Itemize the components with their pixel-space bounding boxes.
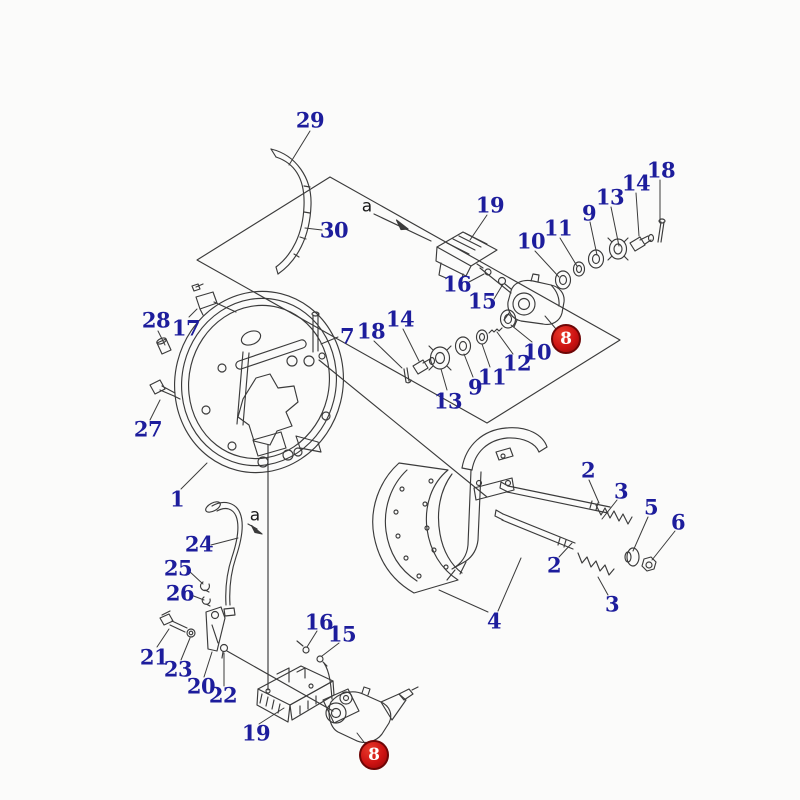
bolt-27 [149, 379, 181, 400]
leader-lines [149, 130, 676, 747]
part-callout-24-30: 24 [184, 531, 214, 557]
rods-and-springs [494, 481, 657, 576]
part-callout-2-23: 2 [580, 457, 596, 483]
pin-7 [303, 311, 326, 367]
part-callout-29-0: 29 [295, 107, 325, 133]
bracket-19-top [435, 231, 498, 286]
view-direction-line-bottom [247, 444, 269, 691]
part-callout-11-4: 11 [543, 215, 573, 241]
part-callout-3-24: 3 [613, 478, 629, 504]
part-callout-10-20: 10 [522, 339, 552, 365]
part-callout-25-31: 25 [163, 555, 193, 581]
view-direction-label-a-top: a [361, 196, 373, 217]
view-direction-label-a-bottom: a [249, 505, 261, 526]
strip-29-30 [270, 148, 312, 275]
part-callout-23-34: 23 [163, 656, 193, 682]
part-callout-26-32: 26 [165, 580, 195, 606]
part-callout-27-21: 27 [133, 416, 163, 442]
part-callout-14-15: 14 [385, 306, 415, 332]
wheel-cylinder-top [503, 273, 565, 328]
section-plane [196, 176, 621, 498]
part-callout-19-2: 19 [475, 192, 505, 218]
brake-shoe-assembly [372, 427, 548, 594]
part-callout-9-5: 9 [581, 200, 597, 226]
highlight-badge-8-bottom: 8 [359, 740, 389, 770]
part-callout-4-29: 4 [486, 608, 502, 634]
part-callout-9-17: 9 [467, 374, 483, 400]
part-callout-22-36: 22 [208, 682, 238, 708]
part-callout-12-19: 12 [502, 350, 532, 376]
part-callout-3-28: 3 [604, 591, 620, 617]
wheel-cylinder-bottom [296, 640, 419, 743]
part-callout-18-14: 18 [356, 318, 386, 344]
highlight-badge-8-top: 8 [551, 324, 581, 354]
part-callout-13-16: 13 [433, 388, 463, 414]
part-callout-16-38: 16 [304, 609, 334, 635]
bracket-19-bottom [256, 665, 335, 723]
part-callout-2-27: 2 [546, 552, 562, 578]
pushrod-16-15-top [476, 263, 512, 294]
part-callout-15-10: 15 [467, 288, 497, 314]
part-callout-28-11: 28 [141, 307, 171, 333]
part-callout-7-13: 7 [339, 323, 355, 349]
part-callout-18-8: 18 [646, 157, 676, 183]
lever-group [159, 501, 334, 712]
part-callout-30-1: 30 [319, 217, 349, 243]
part-callout-15-39: 15 [327, 621, 357, 647]
plug-28 [156, 337, 172, 355]
view-direction-line-top [373, 213, 432, 242]
part-callout-21-33: 21 [139, 644, 169, 670]
part-callout-10-3: 10 [516, 228, 546, 254]
part-callout-14-7: 14 [621, 170, 651, 196]
part-callout-13-6: 13 [595, 184, 625, 210]
part-callout-1-22: 1 [169, 486, 185, 512]
part-callout-20-35: 20 [186, 673, 216, 699]
clamp-17 [191, 283, 237, 316]
part-callout-5-25: 5 [643, 494, 659, 520]
part-callout-11-18: 11 [477, 364, 507, 390]
backing-plate [173, 290, 345, 474]
part-callout-6-26: 6 [670, 509, 686, 535]
part-callout-19-37: 19 [241, 720, 271, 746]
part-callout-17-12: 17 [171, 315, 201, 341]
cylinder-parts-row-top [554, 218, 666, 290]
part-callout-16-9: 16 [442, 271, 472, 297]
